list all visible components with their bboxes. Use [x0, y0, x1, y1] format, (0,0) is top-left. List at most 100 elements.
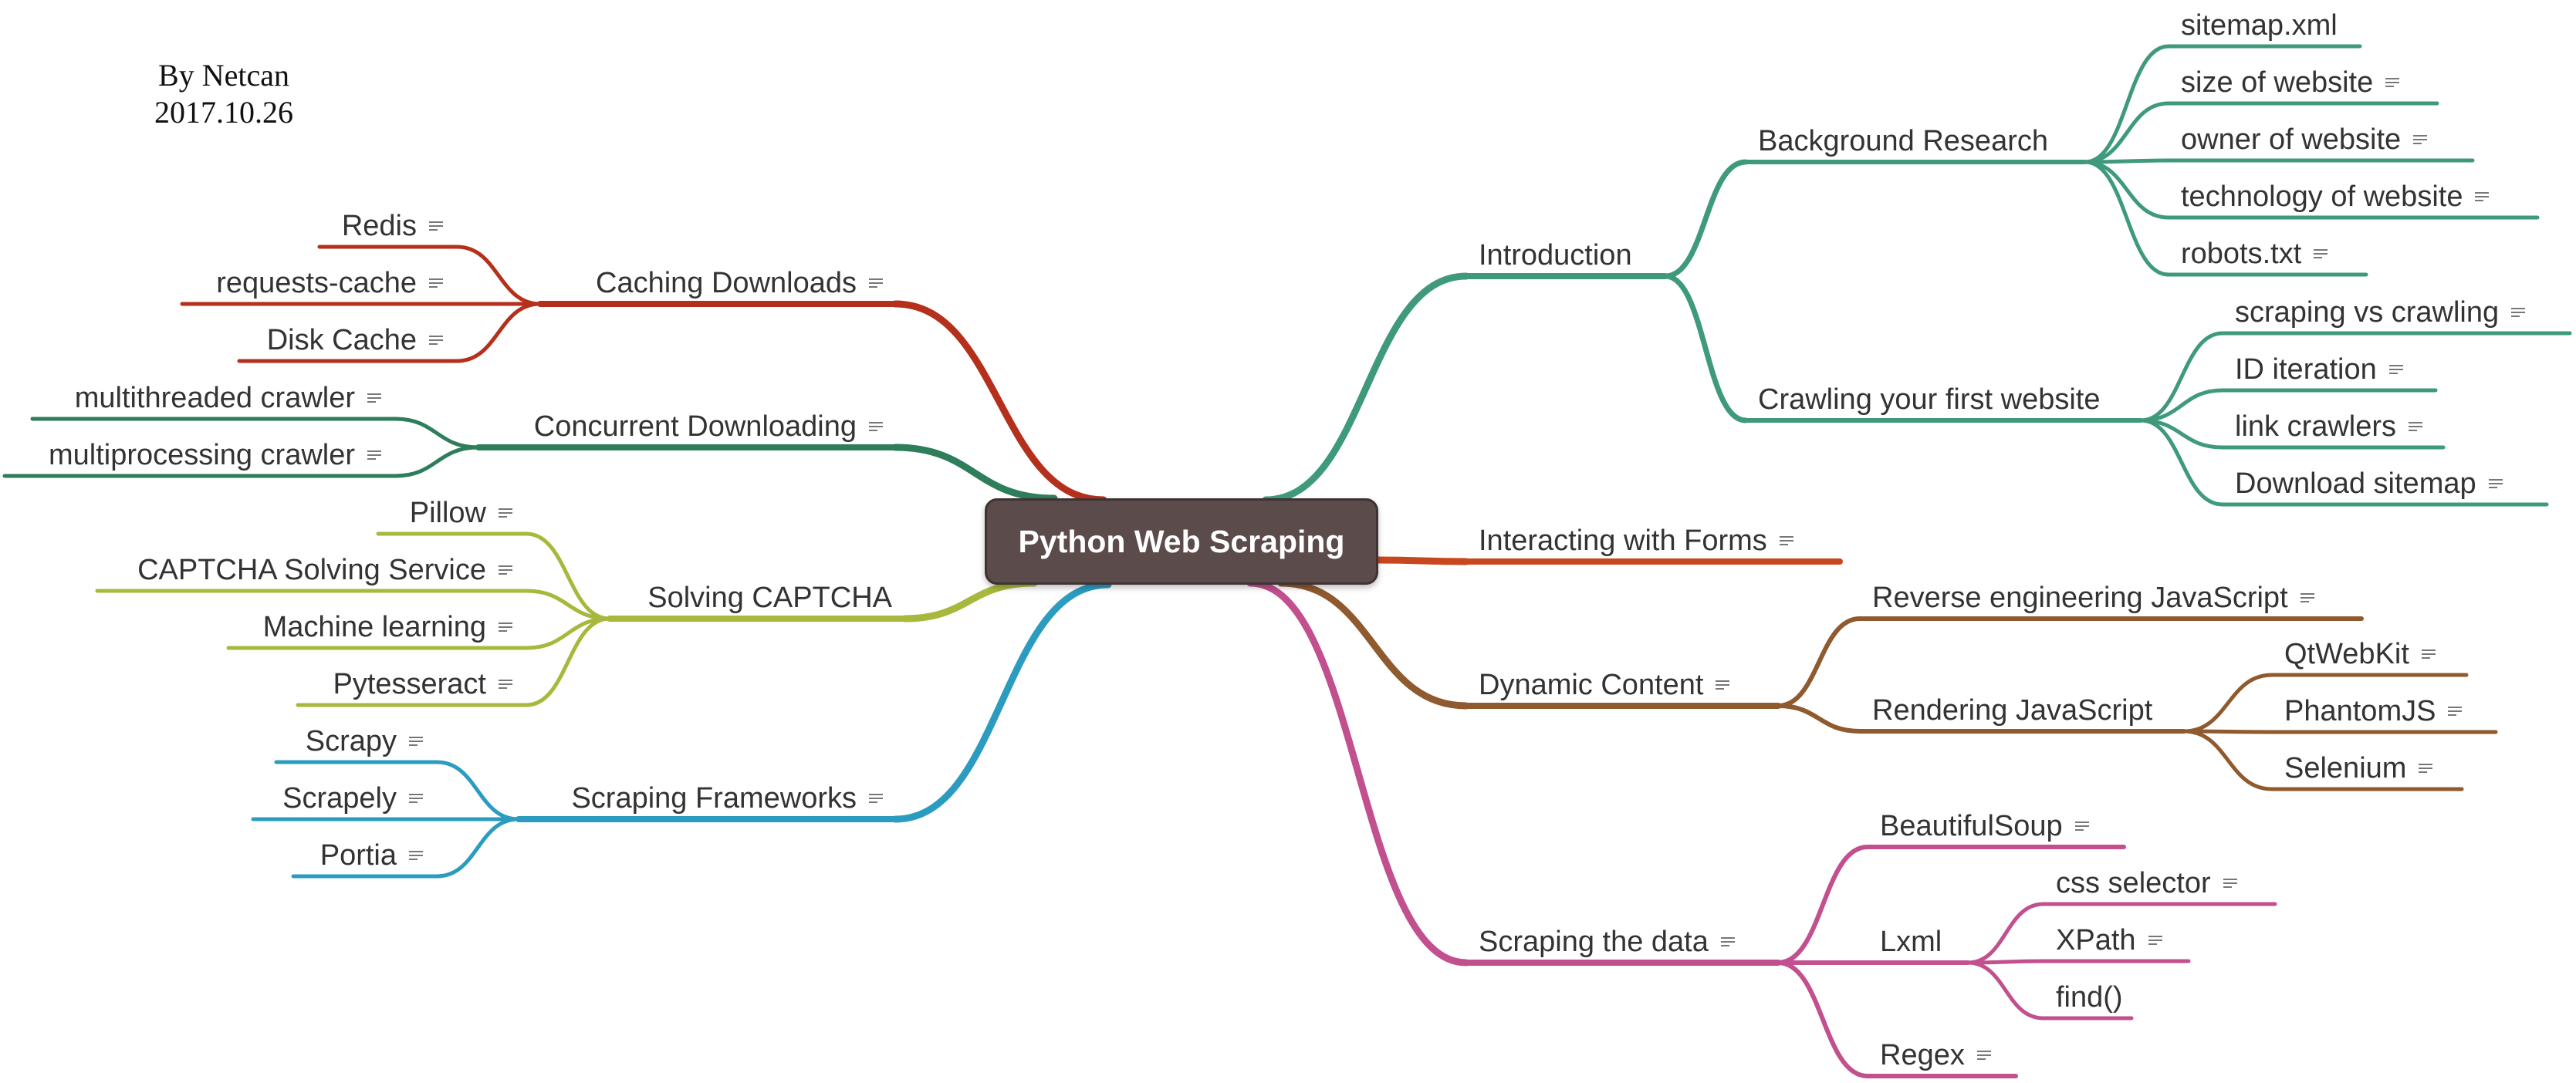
- topic-captcha-item[interactable]: Pytesseract: [333, 670, 512, 699]
- note-icon: [2223, 876, 2237, 890]
- topic-interacting-with-forms[interactable]: Interacting with Forms: [1479, 526, 1793, 555]
- topic-captcha-item[interactable]: Machine learning: [263, 612, 512, 642]
- author-name: By Netcan: [158, 58, 289, 93]
- topic-background-item-connector: [2083, 158, 2171, 164]
- topic-lxml-item[interactable]: find(): [2056, 983, 2123, 1012]
- note-icon: [1976, 1048, 1991, 1062]
- topic-rendering-item[interactable]: QtWebKit: [2284, 639, 2436, 669]
- note-icon: [2475, 190, 2490, 204]
- topic-caching-item-connector: [455, 245, 543, 306]
- note-icon: [1716, 678, 1730, 692]
- crawling-connector: [1662, 273, 1749, 423]
- topic-background-item[interactable]: technology of website: [2181, 182, 2490, 211]
- topic-regex-connector: [1776, 960, 1870, 1078]
- background-research-connector: [1662, 159, 1749, 279]
- topic-text: Pillow: [409, 497, 486, 529]
- note-icon: [429, 276, 443, 290]
- topic-caching-item[interactable]: Redis: [342, 211, 443, 241]
- topic-background-research[interactable]: Background Research: [1758, 127, 2048, 156]
- topic-text: multithreaded crawler: [74, 382, 355, 414]
- topic-background-item[interactable]: robots.txt: [2181, 239, 2328, 268]
- topic-caching-item-connector: [455, 302, 543, 363]
- topic-frameworks-item[interactable]: Scrapy: [306, 727, 423, 756]
- note-icon: [499, 677, 512, 691]
- topic-text: Regex: [1880, 1039, 1965, 1071]
- topic-text: Scraping Frameworks: [571, 782, 857, 815]
- topic-lxml-item[interactable]: XPath: [2056, 926, 2162, 955]
- topic-text: Scrapely: [282, 782, 397, 815]
- topic-text: CAPTCHA Solving Service: [137, 554, 486, 586]
- topic-reverse-engineering-js[interactable]: Reverse engineering JavaScript: [1872, 583, 2314, 612]
- note-icon: [869, 420, 883, 434]
- root-topic[interactable]: Python Web Scraping: [985, 498, 1378, 585]
- topic-scraping-frameworks[interactable]: Scraping Frameworks: [571, 784, 883, 813]
- topic-text: Crawling your first website: [1758, 383, 2101, 416]
- topic-text: link crawlers: [2235, 410, 2397, 443]
- topic-crawling-item[interactable]: link crawlers: [2235, 410, 2423, 443]
- topic-rendering-item-connector: [2182, 729, 2274, 791]
- topic-crawling-item[interactable]: ID iteration: [2235, 355, 2403, 384]
- topic-background-item[interactable]: sitemap.xml: [2181, 11, 2338, 40]
- topic-lxml-item-connector: [1966, 902, 2046, 965]
- note-icon: [2413, 133, 2428, 147]
- topic-rendering-item[interactable]: PhantomJS: [2284, 697, 2463, 726]
- note-icon: [1779, 534, 1793, 548]
- author-date: 2017.10.26: [154, 95, 293, 130]
- introduction-connector: [1262, 272, 1470, 504]
- topic-text: QtWebKit: [2284, 638, 2409, 670]
- topic-concurrent-item[interactable]: multiprocessing crawler: [49, 440, 381, 470]
- topic-rendering-javascript[interactable]: Rendering JavaScript: [1872, 696, 2152, 725]
- topic-crawling-item-connector: [2138, 331, 2225, 423]
- note-icon: [2421, 647, 2436, 661]
- topic-text: Selenium: [2284, 752, 2407, 784]
- topic-concurrent-item-connector: [393, 417, 481, 450]
- topic-caching-item[interactable]: requests-cache: [216, 268, 443, 298]
- topic-introduction[interactable]: Introduction: [1479, 241, 1632, 270]
- topic-text: sitemap.xml: [2181, 9, 2338, 42]
- topic-caching-item[interactable]: Disk Cache: [267, 326, 443, 355]
- note-icon: [2419, 761, 2433, 775]
- topic-background-item-connector: [2083, 160, 2171, 277]
- topic-rendering-item-connector: [2182, 673, 2274, 734]
- topic-frameworks-item[interactable]: Portia: [320, 841, 423, 870]
- topic-scraping-the-data[interactable]: Scraping the data: [1479, 927, 1735, 956]
- topic-captcha-item[interactable]: CAPTCHA Solving Service: [137, 555, 512, 585]
- topic-reverse-engineering-js-connector: [1776, 616, 1862, 708]
- topic-crawling-item[interactable]: Download sitemap: [2235, 469, 2503, 498]
- note-icon: [2409, 420, 2423, 434]
- topic-text: css selector: [2056, 867, 2211, 899]
- topic-text: Dynamic Content: [1479, 669, 1704, 701]
- topic-caching-downloads[interactable]: Caching Downloads: [596, 268, 883, 298]
- topic-lxml-item[interactable]: css selector: [2056, 869, 2237, 898]
- topic-text: Rendering JavaScript: [1872, 694, 2153, 727]
- topic-text: Download sitemap: [2235, 467, 2476, 500]
- topic-captcha-item[interactable]: Pillow: [410, 498, 512, 528]
- topic-rendering-item[interactable]: Selenium: [2284, 752, 2433, 784]
- topic-text: Concurrent Downloading: [533, 410, 857, 443]
- topic-concurrent-downloading[interactable]: Concurrent Downloading: [534, 412, 883, 441]
- note-icon: [499, 620, 512, 634]
- topic-text: size of website: [2181, 66, 2374, 99]
- topic-lxml[interactable]: Lxml: [1880, 927, 1942, 956]
- concurrent-connector: [891, 444, 1058, 502]
- note-icon: [367, 391, 381, 405]
- topic-concurrent-item[interactable]: multithreaded crawler: [75, 383, 381, 413]
- topic-dynamic-content[interactable]: Dynamic Content: [1479, 669, 1730, 701]
- topic-frameworks-item[interactable]: Scrapely: [282, 784, 423, 813]
- topic-background-item[interactable]: size of website: [2181, 66, 2400, 99]
- topic-regex[interactable]: Regex: [1880, 1041, 1991, 1070]
- topic-solving-captcha[interactable]: Solving CAPTCHA: [647, 583, 892, 612]
- topic-crawling-first-website[interactable]: Crawling your first website: [1758, 385, 2100, 414]
- topic-text: BeautifulSoup: [1880, 810, 2063, 842]
- topic-text: Redis: [341, 210, 417, 242]
- topic-text: multiprocessing crawler: [48, 439, 355, 471]
- note-icon: [869, 276, 883, 290]
- note-icon: [2511, 305, 2526, 319]
- topic-lxml-item-connector: [1966, 959, 2046, 965]
- topic-crawling-item[interactable]: scraping vs crawling: [2235, 298, 2526, 327]
- topic-background-item[interactable]: owner of website: [2181, 125, 2428, 154]
- topic-beautifulsoup[interactable]: BeautifulSoup: [1880, 811, 2089, 841]
- note-icon: [2074, 819, 2089, 833]
